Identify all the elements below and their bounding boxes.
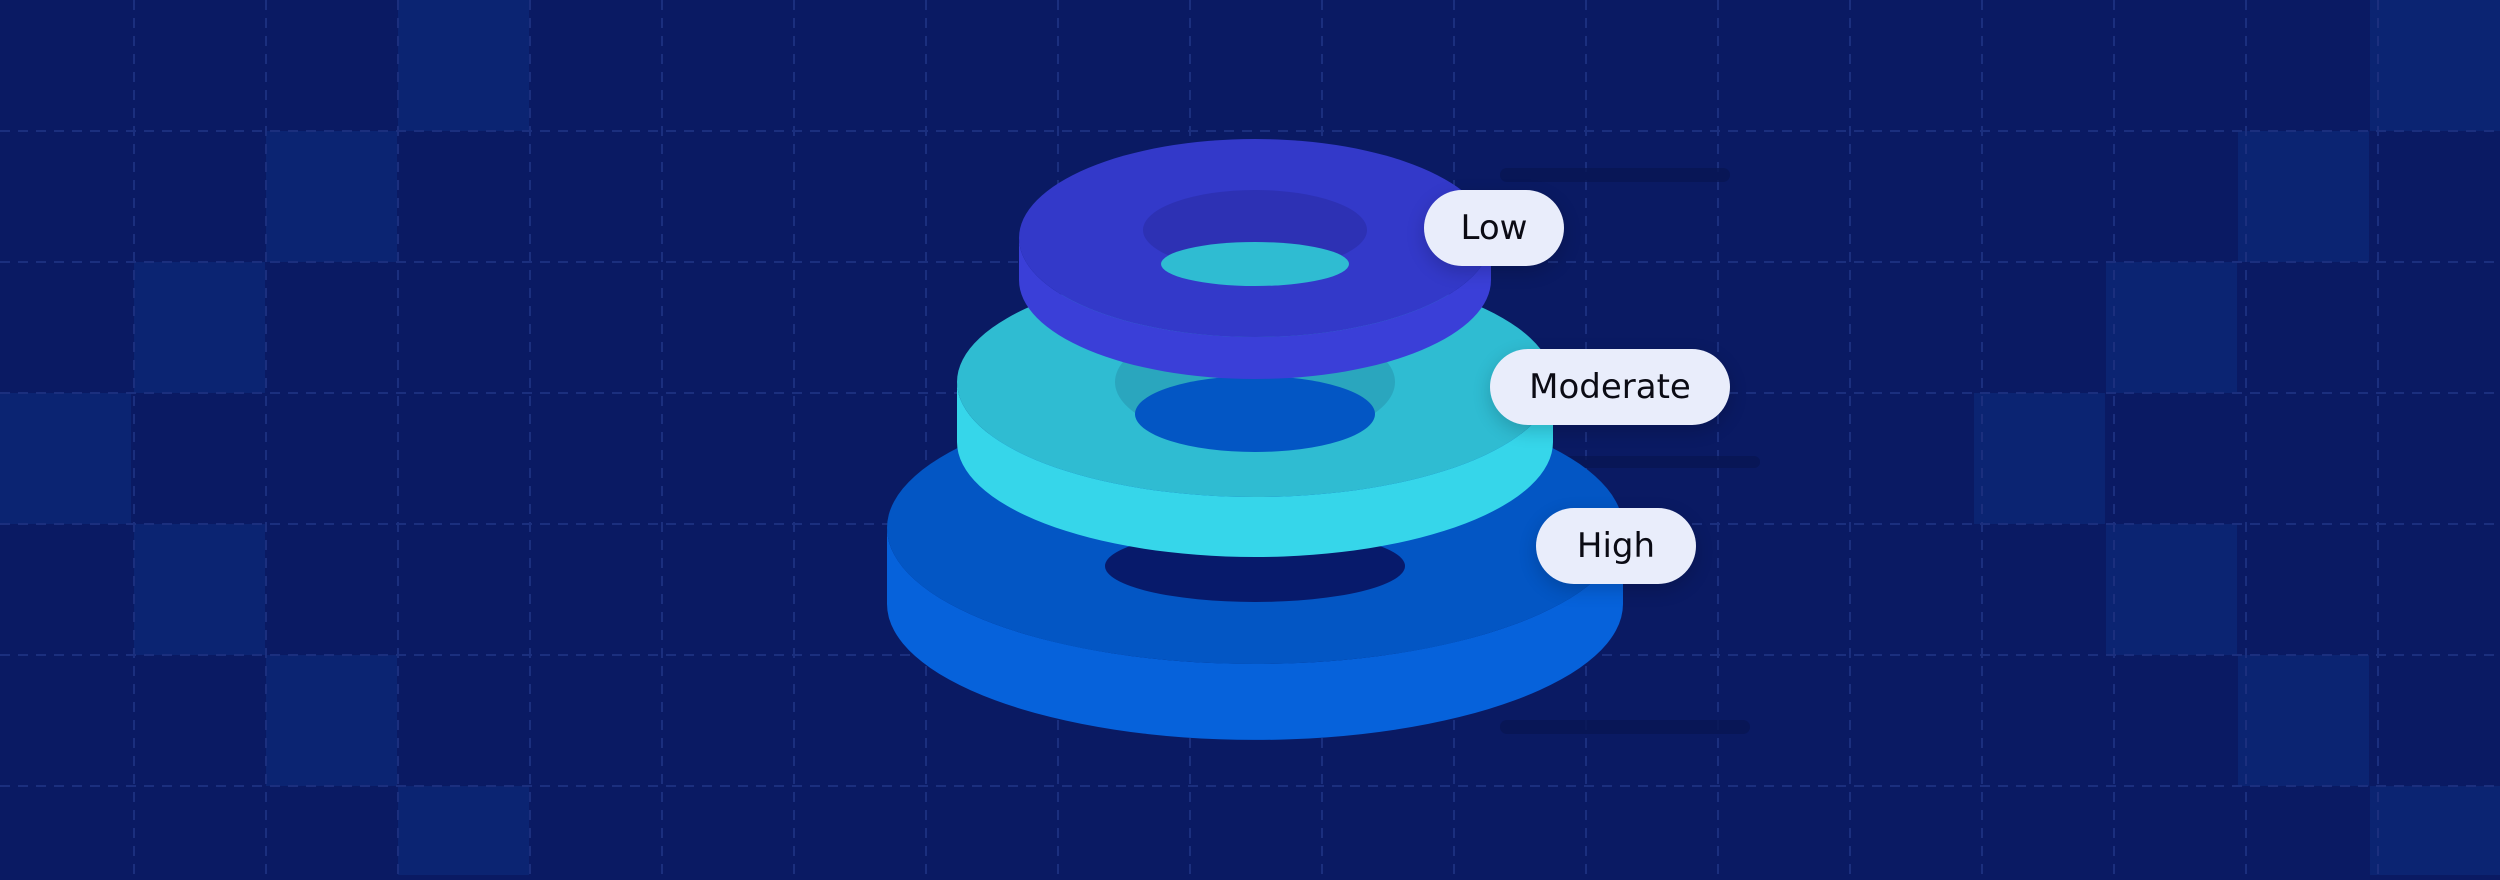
ring-low	[1019, 139, 1491, 379]
ring-moderate-hole	[1135, 376, 1375, 452]
label-low: Low	[1424, 190, 1564, 266]
label-moderate: Moderate	[1490, 349, 1730, 425]
ring-low-hole	[1161, 242, 1349, 286]
label-high: High	[1536, 508, 1696, 584]
shadow-streaks	[1500, 168, 1760, 734]
